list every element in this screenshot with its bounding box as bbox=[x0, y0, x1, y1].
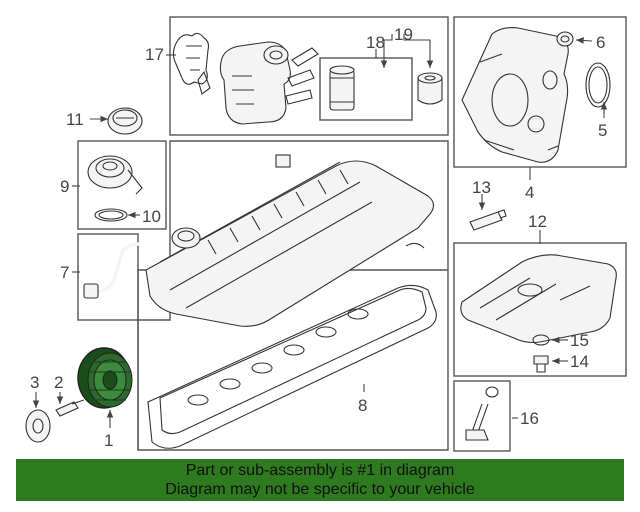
callout-7: 7 bbox=[60, 263, 69, 282]
cylinder-head-cover-drawing bbox=[145, 154, 435, 327]
info-banner: Part or sub-assembly is #1 in diagram Di… bbox=[16, 459, 624, 501]
box-dipstick bbox=[453, 380, 511, 452]
box-oil-filter-housing bbox=[169, 16, 449, 136]
callout-14: 14 bbox=[570, 352, 589, 371]
callout-11: 11 bbox=[66, 110, 84, 129]
timing-cover-drawing bbox=[461, 27, 611, 163]
oil-filter-drawing bbox=[329, 65, 443, 111]
callout-8: 8 bbox=[358, 396, 367, 415]
callout-9: 9 bbox=[60, 177, 69, 196]
oil-filter-housing-drawing bbox=[219, 41, 319, 125]
breather-hose-drawing bbox=[83, 242, 141, 299]
callout-16: 16 bbox=[520, 409, 539, 428]
oil-cap-drawing bbox=[107, 107, 143, 135]
thermostat-drawing bbox=[87, 155, 143, 222]
banner-line-2: Diagram may not be specific to your vehi… bbox=[165, 481, 475, 498]
crankshaft-pulley-drawing bbox=[77, 347, 133, 409]
callout-2: 2 bbox=[54, 373, 63, 392]
callout-18: 18 bbox=[366, 33, 385, 52]
callout-19: 19 bbox=[394, 25, 413, 44]
gasket-set-drawing bbox=[172, 32, 211, 95]
box-oil-filter bbox=[319, 57, 413, 121]
callout-3: 3 bbox=[30, 373, 39, 392]
sealant-tube-drawing bbox=[469, 209, 507, 231]
callout-6: 6 bbox=[596, 33, 605, 52]
callout-4: 4 bbox=[525, 183, 534, 202]
valve-cover-gasket-drawing bbox=[147, 284, 437, 449]
callout-1: 1 bbox=[104, 431, 113, 450]
parts-diagram: 17 18 19 6 5 4 11 9 10 7 13 12 15 14 16 … bbox=[25, 16, 627, 452]
callout-17: 17 bbox=[145, 45, 164, 64]
oil-pan-drawing bbox=[460, 254, 617, 373]
callout-15: 15 bbox=[570, 331, 589, 350]
box-timing-cover bbox=[453, 16, 627, 168]
banner-line-1: Part or sub-assembly is #1 in diagram bbox=[185, 462, 455, 479]
callout-12: 12 bbox=[528, 212, 547, 231]
callout-10: 10 bbox=[142, 207, 161, 226]
box-thermostat bbox=[77, 140, 167, 230]
callout-13: 13 bbox=[472, 178, 491, 197]
callout-5: 5 bbox=[598, 121, 607, 140]
dipstick-drawing bbox=[465, 386, 499, 441]
bolt-washer-drawing bbox=[25, 399, 85, 443]
